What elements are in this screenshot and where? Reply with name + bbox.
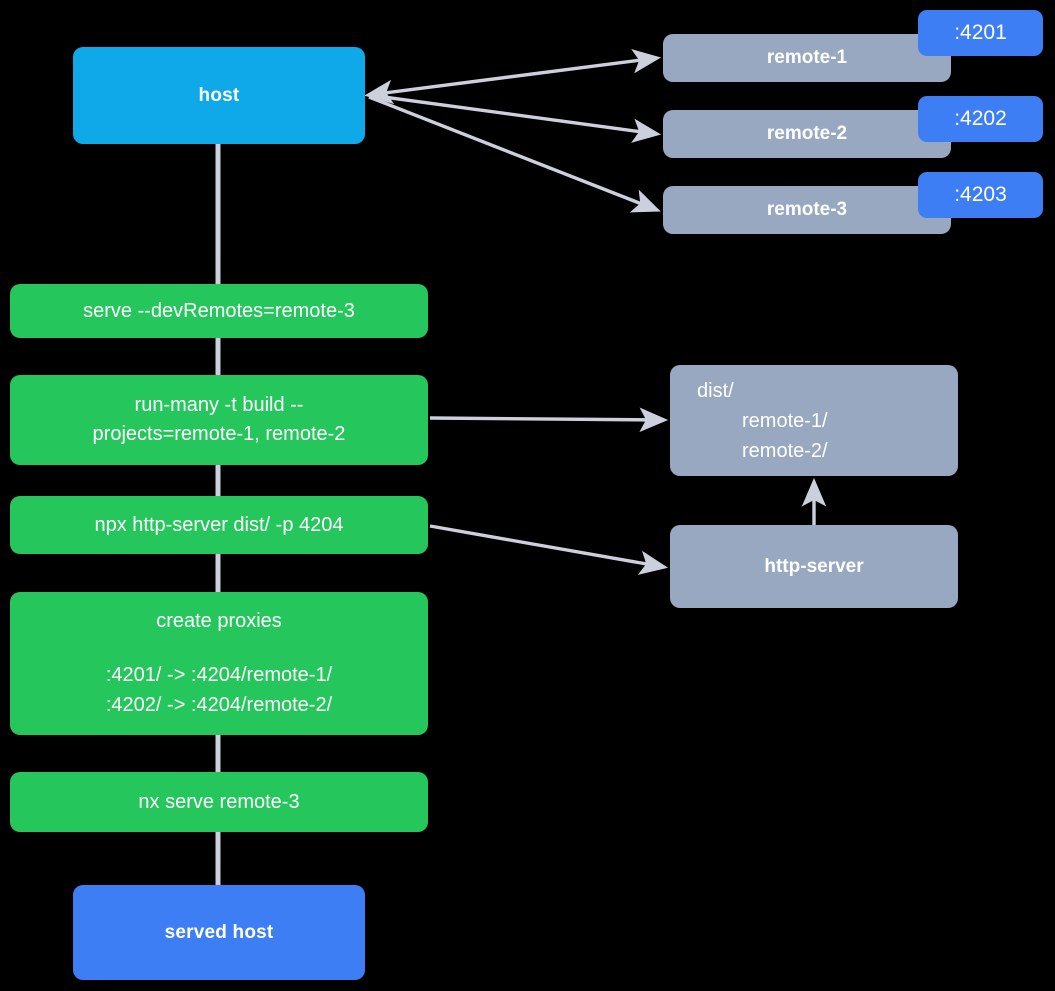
node-command-http-server[interactable]: npx http-server dist/ -p 4204 xyxy=(10,496,428,554)
node-dist-child-remote-2: remote-2/ xyxy=(742,439,828,462)
node-remote-3[interactable]: remote-3 xyxy=(663,186,951,234)
node-command-run-many-line1: run-many -t build -- xyxy=(134,394,304,417)
node-command-nx-serve-label: nx serve remote-3 xyxy=(138,790,300,813)
node-remote-3-label: remote-3 xyxy=(766,199,848,220)
node-command-nx-serve[interactable]: nx serve remote-3 xyxy=(10,772,428,832)
node-host-label: host xyxy=(198,84,240,106)
edge-runmany-to-dist xyxy=(429,407,669,433)
port-badge-remote-2-label: :4202 xyxy=(954,107,1007,130)
node-dist-folder[interactable]: dist/ remote-1/ remote-2/ xyxy=(670,365,958,476)
node-command-create-proxies[interactable]: create proxies :4201/ -> :4204/remote-1/… xyxy=(10,592,428,735)
node-create-proxies-title: create proxies xyxy=(156,609,282,632)
port-badge-remote-1-label: :4201 xyxy=(954,21,1007,44)
port-badge-remote-3: :4203 xyxy=(918,172,1043,218)
port-badge-remote-2: :4202 xyxy=(918,96,1043,142)
node-remote-1-label: remote-1 xyxy=(766,47,848,68)
node-dist-folder-tree: dist/ remote-1/ remote-2/ xyxy=(670,376,958,466)
node-command-run-many-line2: projects=remote-1, remote-2 xyxy=(92,423,346,445)
node-host[interactable]: host xyxy=(73,47,365,144)
node-create-proxies-mapping-2: :4202/ -> :4204/remote-2/ xyxy=(105,693,333,716)
node-command-serve-label: serve --devRemotes=remote-3 xyxy=(83,299,355,322)
node-command-run-many[interactable]: run-many -t build -- projects=remote-1, … xyxy=(10,375,428,465)
edge-npx-to-httpserver xyxy=(429,524,669,575)
edge-host-to-remotes xyxy=(364,48,662,213)
node-dist-root-label: dist/ xyxy=(697,379,734,402)
node-remote-2[interactable]: remote-2 xyxy=(663,110,951,158)
port-badge-remote-1: :4201 xyxy=(918,10,1043,56)
node-remote-2-label: remote-2 xyxy=(766,123,848,144)
node-served-host-label: served host xyxy=(164,921,274,943)
node-served-host[interactable]: served host xyxy=(73,885,365,980)
node-remote-1[interactable]: remote-1 xyxy=(663,34,951,82)
node-command-http-server-label: npx http-server dist/ -p 4204 xyxy=(94,513,344,536)
node-command-serve[interactable]: serve --devRemotes=remote-3 xyxy=(10,284,428,338)
node-create-proxies-mapping-1: :4201/ -> :4204/remote-1/ xyxy=(105,664,333,687)
node-http-server[interactable]: http-server xyxy=(670,525,958,608)
node-dist-child-remote-1: remote-1/ xyxy=(742,409,828,432)
node-http-server-label: http-server xyxy=(764,555,864,577)
port-badge-remote-3-label: :4203 xyxy=(954,183,1007,206)
